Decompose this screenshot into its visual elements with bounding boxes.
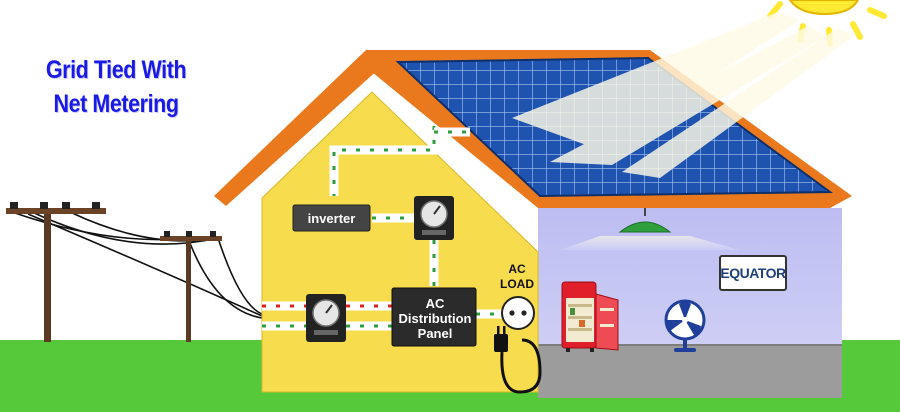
energy-meter-icon — [414, 196, 454, 240]
roof-left-edge — [214, 50, 380, 206]
distribution-panel-label-line-3: Panel — [417, 326, 453, 341]
ceiling-lamp-icon — [560, 208, 740, 250]
sunlight-beams — [512, 12, 854, 178]
utility-pole-icon — [6, 202, 106, 342]
ac-load-label-line-2: LOAD — [500, 277, 534, 291]
ac-distribution-panel — [391, 287, 477, 347]
room-floor — [538, 345, 842, 398]
brand-logo — [719, 255, 787, 291]
ac-load-label-line-1: AC — [508, 262, 526, 276]
inverter-label: inverter — [307, 211, 356, 226]
brand-logo-text: EQUATOR — [720, 265, 786, 281]
diagram-title-line-2: Net Metering — [53, 90, 179, 118]
distribution-panel-label-line-1: AC — [425, 296, 445, 311]
utility-pole-icon — [160, 231, 222, 342]
inverter-box — [292, 204, 371, 232]
sun-icon — [767, 0, 887, 47]
distribution-panel-label-line-2: Distribution — [398, 311, 472, 326]
fan-icon — [664, 299, 706, 352]
diagram-title-line-1: Grid Tied With — [45, 56, 187, 84]
power-outlet-icon — [501, 296, 535, 330]
refrigerator-icon — [561, 281, 619, 352]
energy-meter-icon — [306, 294, 346, 342]
power-plug-icon — [494, 326, 542, 394]
